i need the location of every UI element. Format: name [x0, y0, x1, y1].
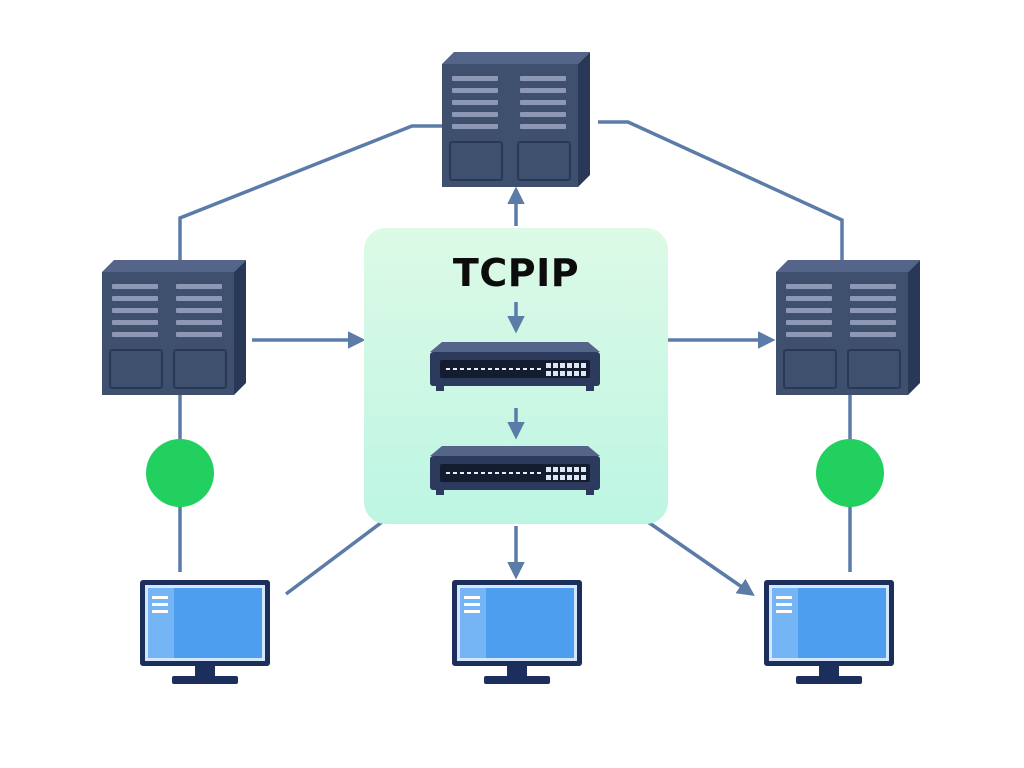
desktop-monitor-icon[interactable] [452, 580, 582, 684]
link-hub-to-left-monitor [284, 520, 384, 596]
server-rack-icon [165, 259, 247, 396]
link-top-right [598, 120, 844, 262]
server-rack-icon [839, 259, 921, 396]
network-switch-icon[interactable] [430, 446, 600, 495]
status-node-icon[interactable] [816, 439, 884, 507]
server-rack-icon [509, 51, 591, 188]
server-left[interactable] [101, 259, 247, 396]
desktop-monitor-icon[interactable] [764, 580, 894, 684]
desktop-monitor-icon[interactable] [140, 580, 270, 684]
connection-lines [178, 120, 852, 596]
server-top[interactable] [441, 51, 591, 188]
tcpip-hub[interactable]: TCPIP [364, 228, 668, 524]
link-hub-to-right-monitor [647, 520, 755, 596]
hub-title: TCPIP [453, 251, 579, 295]
link-top-left [178, 124, 442, 262]
network-switch-icon[interactable] [430, 342, 600, 391]
server-right[interactable] [775, 259, 921, 396]
status-node-icon[interactable] [146, 439, 214, 507]
